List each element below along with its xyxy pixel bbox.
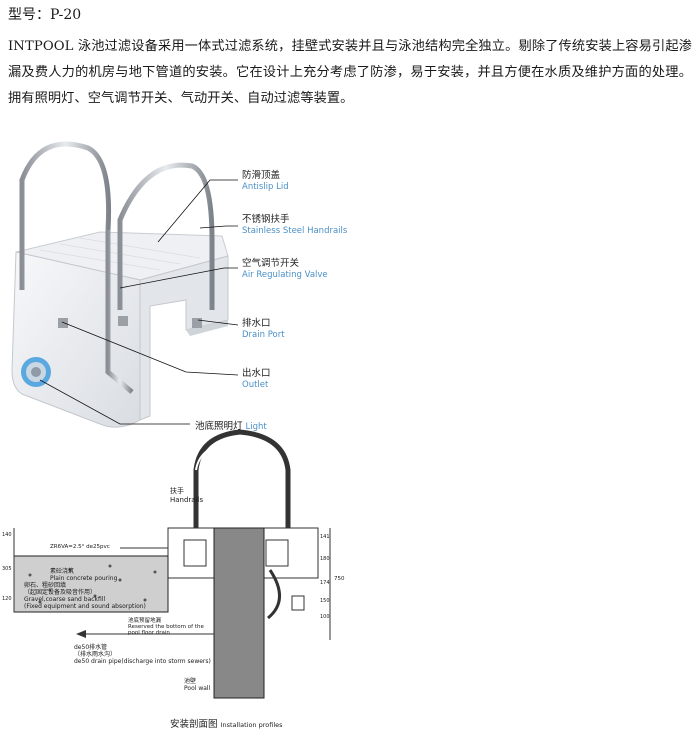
dim-right-4: 180 [320,556,330,562]
callout-antislip-lid: 防滑顶盖 Antislip Lid [242,170,289,192]
concrete-label: 素砼浇筑 Plain concrete pouring [50,568,118,582]
dim-right-2: 150 [320,598,330,604]
gravel-texture [28,564,157,604]
pipe-spec: ZR6VA=2.5° de25pvc [50,544,110,550]
model-number: 型号：P-20 [8,7,82,23]
drain-arrow [76,630,86,638]
dim-total: 750 [334,576,345,582]
callout-lines [39,179,239,425]
handrail-left [19,141,112,290]
filter-side [139,255,229,421]
gravel-label: 卵石、粗砂回填 （起固定设备及吸音作用） Gravel,coarse sand … [24,582,146,610]
callout-drain-port: 排水口 Drain Port [242,318,285,340]
air-valve-port [118,316,128,326]
drawing-handrails-label: 扶手 Handrails [170,487,204,504]
callout-handrails: 不锈钢扶手 Stainless Steel Handrails [242,214,348,236]
product-description: INTPOOL 泳池过滤设备采用一体式过滤系统，挂壁式安装并且与泳池结构完全独立… [8,39,692,106]
reserved-drain-label: 池底预留地漏 Reserved the bottom of the pool f… [128,618,204,636]
dim-left-1: 140 [2,532,12,538]
dim-right-5: 141 [320,534,330,540]
dim-right-3: 174 [320,580,330,586]
pool-wall-label: 池壁 Pool wall [184,678,211,692]
dim-right-1: 100 [320,614,330,620]
installation-drawing [13,429,331,699]
dim-left-3: 120 [2,596,12,602]
drain-pipe-label: de50排水管 （排水雨水沟） de50 drain pipe(discharg… [74,644,211,665]
handrail-right [117,162,215,310]
dim-left-2: 305 [2,566,12,572]
callout-outlet: 出水口 Outlet [242,368,271,390]
drain-port [192,318,202,328]
callout-light: 池底照明灯 Light [195,421,267,432]
callout-air-valve: 空气调节开关 Air Regulating Valve [242,258,328,280]
outlet-port [58,318,68,328]
figure-caption: 安装剖面图 Installation profiles [170,719,283,730]
